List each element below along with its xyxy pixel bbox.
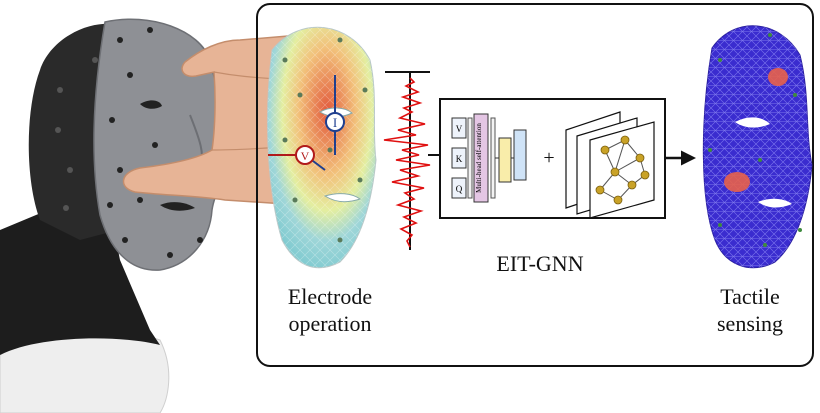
voltage-signal-trace xyxy=(383,71,431,250)
electrode-face-mesh: I V xyxy=(267,26,377,269)
eit-gnn-label: EIT-GNN xyxy=(496,251,584,276)
graph-module xyxy=(565,111,655,219)
black-neck xyxy=(0,205,160,355)
electrode-operation-label: Electrode operation xyxy=(287,284,373,336)
robot-head-photo xyxy=(0,18,300,413)
attention-input-q: Q xyxy=(456,184,463,194)
touch-spot-forehead xyxy=(768,68,788,86)
attention-input-v: V xyxy=(456,124,463,134)
tactile-face-mesh xyxy=(702,25,813,269)
attention-module: V K Q Multi-head self-attention xyxy=(451,113,527,203)
touch-spot-cheek xyxy=(724,172,750,192)
current-source-symbol xyxy=(325,112,345,132)
attention-input-k: K xyxy=(456,154,463,164)
tactile-sensing-label: Tactile sensing xyxy=(717,284,783,336)
attention-title: Multi-head self-attention xyxy=(475,123,483,193)
plus-sign: + xyxy=(543,147,554,169)
voltage-meter-symbol xyxy=(295,145,315,165)
current-symbol-text: I xyxy=(333,115,337,130)
pipeline-panel xyxy=(256,3,814,367)
voltage-symbol-text: V xyxy=(301,149,310,163)
